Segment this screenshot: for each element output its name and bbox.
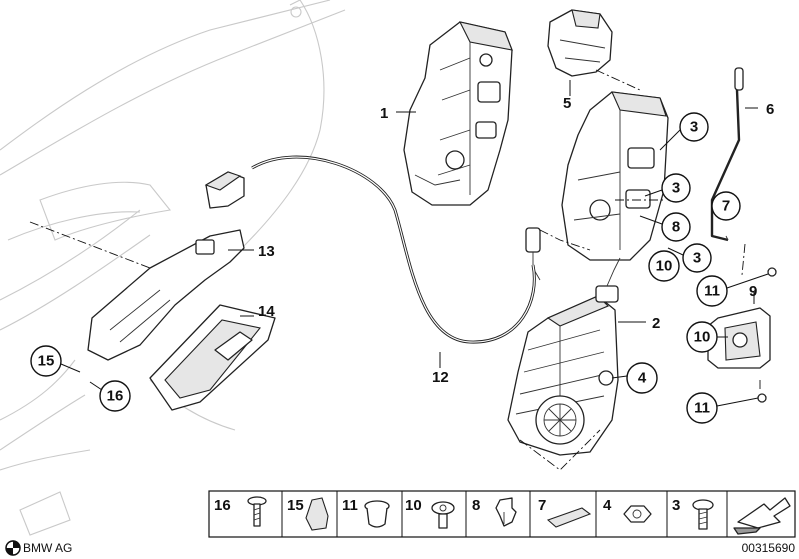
svg-text:7: 7 (538, 497, 546, 514)
legend-item-7: 7 (538, 497, 592, 528)
bmw-logo (5, 540, 21, 556)
svg-text:10: 10 (405, 497, 422, 514)
handle-trim-part-14 (149, 304, 276, 411)
legend-item-10: 10 (405, 497, 455, 529)
legend-item-16: 16 (214, 496, 267, 527)
callout-5: 5 (563, 95, 571, 112)
callout-7: 7 (722, 198, 730, 215)
callout-11b: 11 (694, 400, 710, 417)
door-lock-assembly-3 (561, 91, 669, 261)
callout-16: 16 (107, 388, 124, 405)
callout-10a: 10 (656, 258, 673, 275)
callout-7-ring (711, 191, 741, 221)
brand-text: BMW AG (23, 541, 72, 555)
callout-15: 15 (38, 353, 55, 370)
callout-10b: 10 (694, 329, 711, 346)
callout-4: 4 (638, 370, 647, 387)
callout-6: 6 (766, 101, 774, 118)
legend-item-15: 15 (287, 497, 329, 531)
callout-13: 13 (258, 243, 275, 260)
cover-cap-part-5 (547, 9, 641, 91)
door-lock-part-1 (403, 21, 513, 206)
callout-11a: 11 (704, 283, 720, 300)
callout-12: 12 (432, 369, 449, 386)
legend-item-3: 3 (672, 497, 714, 530)
callout-11b-ring (686, 392, 718, 424)
callout-10a-ring (648, 250, 680, 282)
legend-item-11: 11 (342, 497, 390, 528)
striker-part-9 (707, 243, 777, 403)
svg-text:15: 15 (287, 497, 304, 514)
callout-9: 9 (749, 283, 757, 300)
callout-8-ring (661, 212, 691, 242)
svg-text:3: 3 (672, 497, 680, 514)
callout-4-ring (626, 362, 658, 394)
legend-item-4: 4 (603, 497, 652, 523)
callout-3a: 3 (690, 119, 698, 136)
callout-11a-ring (696, 275, 728, 307)
callout-3c: 3 (693, 250, 701, 267)
svg-text:11: 11 (342, 497, 358, 514)
drawing-number: 00315690 (742, 541, 796, 555)
handle-bracket-part-13 (29, 221, 245, 361)
callout-16-ring (99, 380, 131, 412)
clip-connector (525, 227, 591, 281)
rod-part-6 (710, 67, 744, 242)
callout-3-rings (661, 112, 712, 273)
svg-text:8: 8 (472, 497, 480, 514)
callout-15-ring (30, 345, 62, 377)
callout-3b: 3 (672, 180, 680, 197)
nav-arrow-icon[interactable] (733, 497, 791, 535)
parts-legend: 16 15 11 10 8 7 (208, 490, 796, 538)
callout-8: 8 (672, 219, 680, 236)
actuator-part-2 (507, 257, 621, 471)
callout-1: 1 (380, 105, 388, 122)
callout-2: 2 (652, 315, 660, 332)
svg-text:16: 16 (214, 497, 231, 514)
bowden-cable-part-12 (204, 155, 536, 344)
svg-text:4: 4 (603, 497, 612, 514)
callout-14: 14 (258, 303, 275, 320)
legend-item-8: 8 (472, 497, 517, 527)
